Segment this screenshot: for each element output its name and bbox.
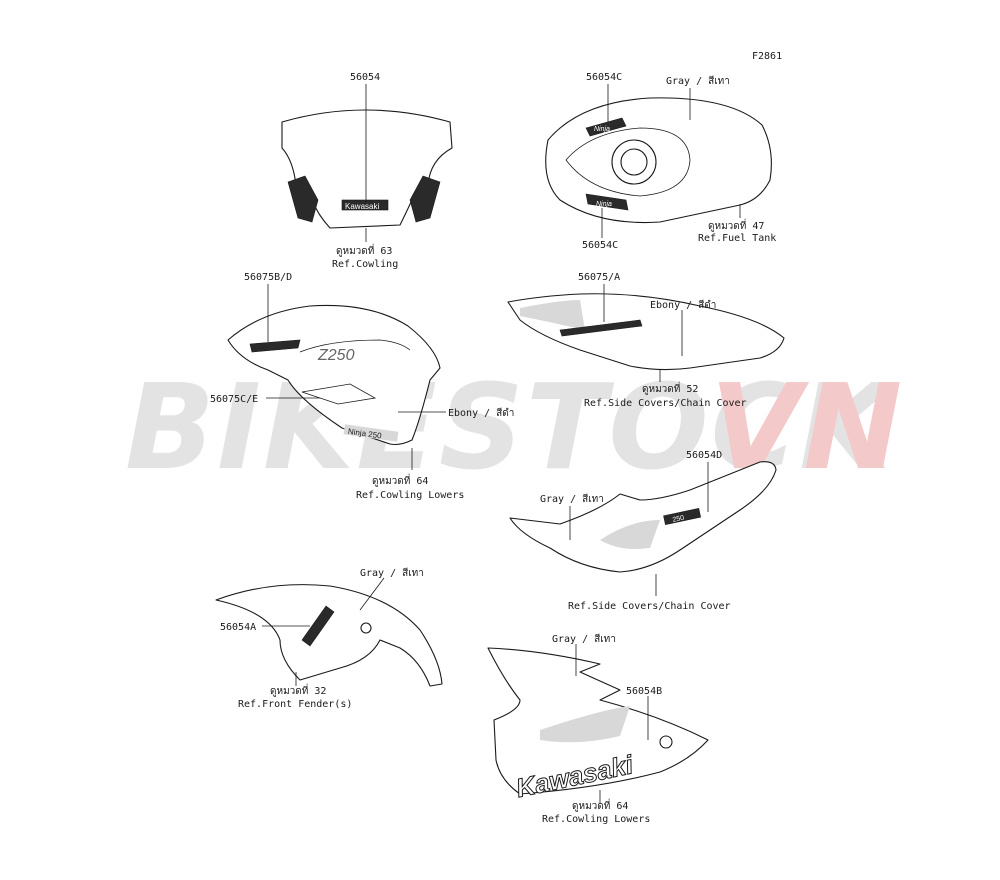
watermark: BIKESTOCK VN bbox=[125, 358, 902, 496]
side-part-number-mid: 56075C/E bbox=[210, 394, 258, 405]
side-cowling-contour bbox=[299, 339, 411, 353]
windshield-ref-thai: ดูหมวดที่ 63 bbox=[336, 243, 392, 257]
tail-color: Gray / สีเทา bbox=[540, 493, 604, 505]
tank-color: Gray / สีเทา bbox=[666, 75, 730, 87]
side-ref: Ref.Cowling Lowers bbox=[356, 490, 464, 501]
side-cowling-panel bbox=[301, 383, 377, 405]
fender-bolt bbox=[360, 622, 372, 634]
tank-decal-bottom bbox=[585, 193, 629, 211]
fuel-tank-assembly: Ninja Ninja 56054C Gray / สีเทา 56054C ด… bbox=[545, 72, 776, 251]
side-small-decal bbox=[343, 424, 399, 442]
side-model-text: Z250 bbox=[317, 347, 355, 364]
tank-decal-top-text: Ninja bbox=[594, 126, 610, 133]
windshield-assembly: Kawasaki 56054 ดูหมวดที่ 63 Ref.Cowling bbox=[281, 72, 453, 270]
lower-color: Gray / สีเทา bbox=[552, 633, 616, 645]
seat-cover-assembly: 56075/A Ebony / สีดำ ดูหมวดที่ 52 Ref.Si… bbox=[507, 272, 785, 409]
windshield-decal bbox=[341, 199, 389, 211]
tail-decal bbox=[663, 507, 702, 525]
fuel-tank-part bbox=[545, 97, 772, 224]
seat-ref-thai: ดูหมวดที่ 52 bbox=[642, 381, 698, 395]
fender-color: Gray / สีเทา bbox=[360, 567, 424, 579]
lower-ref: Ref.Cowling Lowers bbox=[542, 814, 650, 825]
fender-color-leader bbox=[359, 577, 385, 611]
tank-ref-thai: ดูหมวดที่ 47 bbox=[708, 218, 764, 232]
side-ref-thai: ดูหมวดที่ 64 bbox=[372, 473, 428, 487]
fuel-cap-inner bbox=[620, 148, 648, 176]
side-color: Ebony / สีดำ bbox=[448, 407, 514, 419]
lower-ref-thai: ดูหมวดที่ 64 bbox=[572, 798, 628, 812]
windshield-bracket-left bbox=[287, 175, 319, 223]
tank-decal-top bbox=[585, 117, 627, 137]
tail-cover-part bbox=[509, 461, 777, 573]
lower-cowling-assembly: Kawasaki Gray / สีเทา 56054B ดูหมวดที่ 6… bbox=[487, 633, 709, 825]
windshield-part-number: 56054 bbox=[350, 72, 380, 83]
windshield-decal-text: Kawasaki bbox=[345, 202, 379, 211]
seat-color: Ebony / สีดำ bbox=[650, 299, 716, 311]
tail-part-number: 56054D bbox=[686, 450, 722, 461]
front-fender-assembly: Gray / สีเทา 56054A ดูหมวดที่ 32 Ref.Fro… bbox=[215, 567, 443, 710]
windshield-bracket-right bbox=[409, 175, 441, 223]
fender-ref: Ref.Front Fender(s) bbox=[238, 699, 352, 710]
seat-cover-stripe bbox=[559, 319, 643, 337]
lower-cowling-bolt bbox=[659, 735, 673, 749]
fender-decal bbox=[301, 605, 335, 647]
front-fender-part bbox=[215, 584, 443, 687]
tail-decal-text: 250 bbox=[672, 515, 685, 524]
side-cowling-part bbox=[227, 304, 441, 446]
fuel-tank-inner-contour bbox=[565, 127, 691, 197]
fender-ref-thai: ดูหมวดที่ 32 bbox=[270, 683, 326, 697]
seat-ref: Ref.Side Covers/Chain Cover bbox=[584, 398, 747, 409]
side-cowling-stripe bbox=[249, 339, 301, 353]
figure-code: F2861 bbox=[752, 51, 782, 62]
tail-cover-shading bbox=[600, 520, 660, 549]
tank-part-number-bottom: 56054C bbox=[582, 240, 618, 251]
side-part-number-top: 56075B/D bbox=[244, 272, 292, 283]
lower-cowling-shading bbox=[540, 706, 630, 743]
fender-part-number: 56054A bbox=[220, 622, 256, 633]
lower-part-number: 56054B bbox=[626, 686, 662, 697]
tail-cover-assembly: 250 56054D Gray / สีเทา Ref.Side Covers/… bbox=[509, 450, 777, 612]
tank-ref: Ref.Fuel Tank bbox=[698, 233, 776, 244]
windshield-ref: Ref.Cowling bbox=[332, 259, 398, 270]
tail-ref: Ref.Side Covers/Chain Cover bbox=[568, 601, 731, 612]
seat-cover-shading bbox=[520, 300, 585, 330]
tank-part-number-top: 56054C bbox=[586, 72, 622, 83]
tank-decal-bottom-text: Ninja bbox=[596, 201, 612, 208]
side-cowling-assembly: Z250 Ninja 250 56075B/D 56075C/E Ebony /… bbox=[210, 272, 514, 501]
seat-part-number: 56075/A bbox=[578, 272, 620, 283]
